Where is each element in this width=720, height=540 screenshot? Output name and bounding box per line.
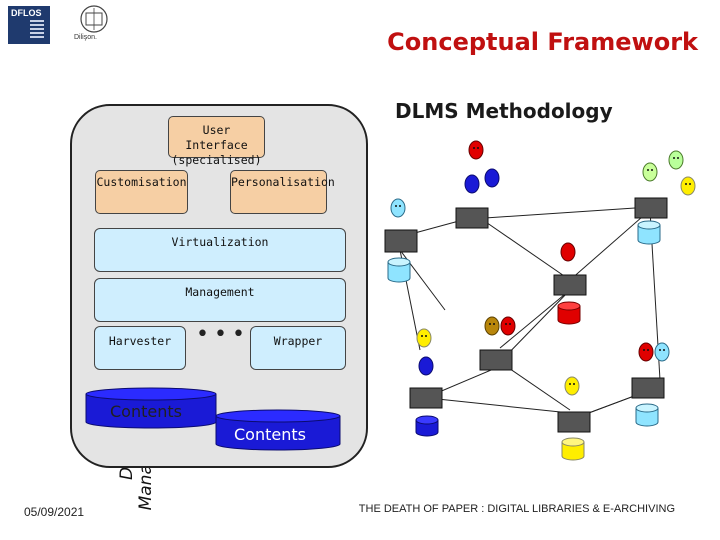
server-icon [455,207,489,229]
dilison-logo-text: Dilişon. [74,34,97,41]
server-icon [553,274,587,296]
database-icon [637,220,661,245]
ellipsis-dots: ••• [196,322,250,347]
slide-title: Conceptual Framework [387,28,698,56]
user-icon [464,174,480,194]
connector [569,209,651,281]
user-icon [416,328,432,348]
wrapper-box: Wrapper [250,326,346,370]
user-icon [418,356,434,376]
user-interface-box: User Interface (specialised) [168,116,265,167]
server-icon [479,349,513,371]
contents-right-label: Contents [234,425,306,444]
contents-cylinder-left-shape [85,387,217,429]
database-icon [561,437,585,461]
user-interface-line1: User Interface [185,123,248,152]
user-icon [668,150,684,170]
dilison-emblem-icon [80,5,108,33]
user-icon [680,176,696,196]
dflos-logo-bars [30,20,44,38]
server-icon [384,229,418,253]
management-box: Management [94,278,346,322]
user-icon [654,342,670,362]
contents-cylinder-left: Contents [84,386,218,434]
footer-date: 05/09/2021 [24,505,85,519]
server-icon [634,197,668,219]
database-icon [415,415,439,437]
methodology-network [384,140,696,461]
dilison-logo: Dilişon. [66,4,122,46]
contents-cylinder-right: Contents [214,408,342,456]
user-icon [390,198,406,218]
database-icon [387,257,411,283]
server-icon [409,387,443,409]
user-icon [642,162,658,182]
user-icon [560,242,576,262]
vertical-label: Digital Library Management System [18,160,156,511]
user-icon [484,168,500,188]
methodology-heading: DLMS Methodology [395,99,613,123]
customisation-box: Customisation [95,170,188,214]
dflos-logo-text: DFLOS [11,8,42,18]
database-icons [387,220,661,461]
dflos-logo: DFLOS [8,6,50,44]
user-icon [500,316,516,336]
connector [479,217,571,281]
connector [499,289,571,349]
contents-cylinder-right-shape [215,409,341,451]
harvester-box: Harvester [94,326,186,370]
connector [427,397,571,414]
user-icon [638,342,654,362]
user-icon [484,316,500,336]
database-icon [557,301,581,325]
server-icon [557,411,591,433]
user-icon [564,376,580,396]
personalisation-box: Personalisation [230,170,335,214]
server-icons [384,197,668,433]
virtualization-box: Virtualization [94,228,346,272]
database-icon [635,403,659,427]
user-icons [390,140,696,396]
connector [484,207,636,219]
user-interface-line2: (specialised) [171,153,262,167]
server-icon [631,377,665,399]
user-icon [468,140,484,160]
footer-title: THE DEATH OF PAPER : DIGITAL LIBRARIES &… [358,503,675,515]
contents-left-label: Contents [110,402,182,421]
